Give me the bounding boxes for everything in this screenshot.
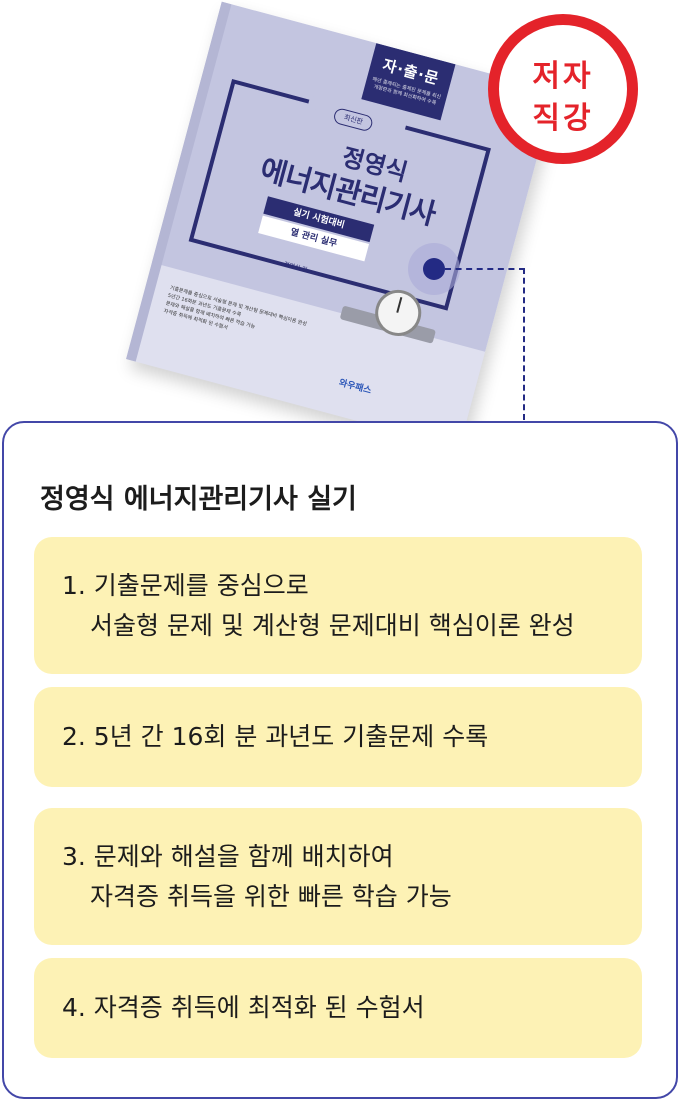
feature-line: 1. 기출문제를 중심으로 [62, 570, 309, 600]
stamp-line-2: 직강 [532, 101, 594, 136]
feature-item-3: 3. 문제와 해설을 함께 배치하여 자격증 취득을 위한 빠른 학습 가능 [34, 808, 642, 945]
author-lecture-stamp: 저자 직강 [488, 14, 638, 164]
feature-line: 자격증 취득을 위한 빠른 학습 가능 [90, 881, 452, 911]
feature-item-2: 2. 5년 간 16회 분 과년도 기출문제 수록 [34, 687, 642, 787]
feature-line: 4. 자격증 취득에 최적화 된 수험서 [62, 993, 425, 1022]
feature-line: 3. 문제와 해설을 함께 배치하여 [62, 841, 394, 871]
feature-line: 2. 5년 간 16회 분 과년도 기출문제 수록 [62, 722, 489, 751]
pointer-line-horizontal [445, 268, 525, 270]
publisher-logo: 와우패스 [337, 378, 373, 397]
panel-title: 정영식 에너지관리기사 실기 [40, 484, 357, 515]
gauge-needle [396, 296, 403, 313]
feature-line: 서술형 문제 및 계산형 문제대비 핵심이론 완성 [90, 610, 575, 640]
pointer-line-vertical [523, 268, 525, 420]
pointer-dot-icon [423, 258, 445, 280]
stamp-line-1: 저자 [532, 59, 594, 94]
feature-item-1: 1. 기출문제를 중심으로 서술형 문제 및 계산형 문제대비 핵심이론 완성 [34, 537, 642, 674]
feature-item-4: 4. 자격증 취득에 최적화 된 수험서 [34, 958, 642, 1058]
